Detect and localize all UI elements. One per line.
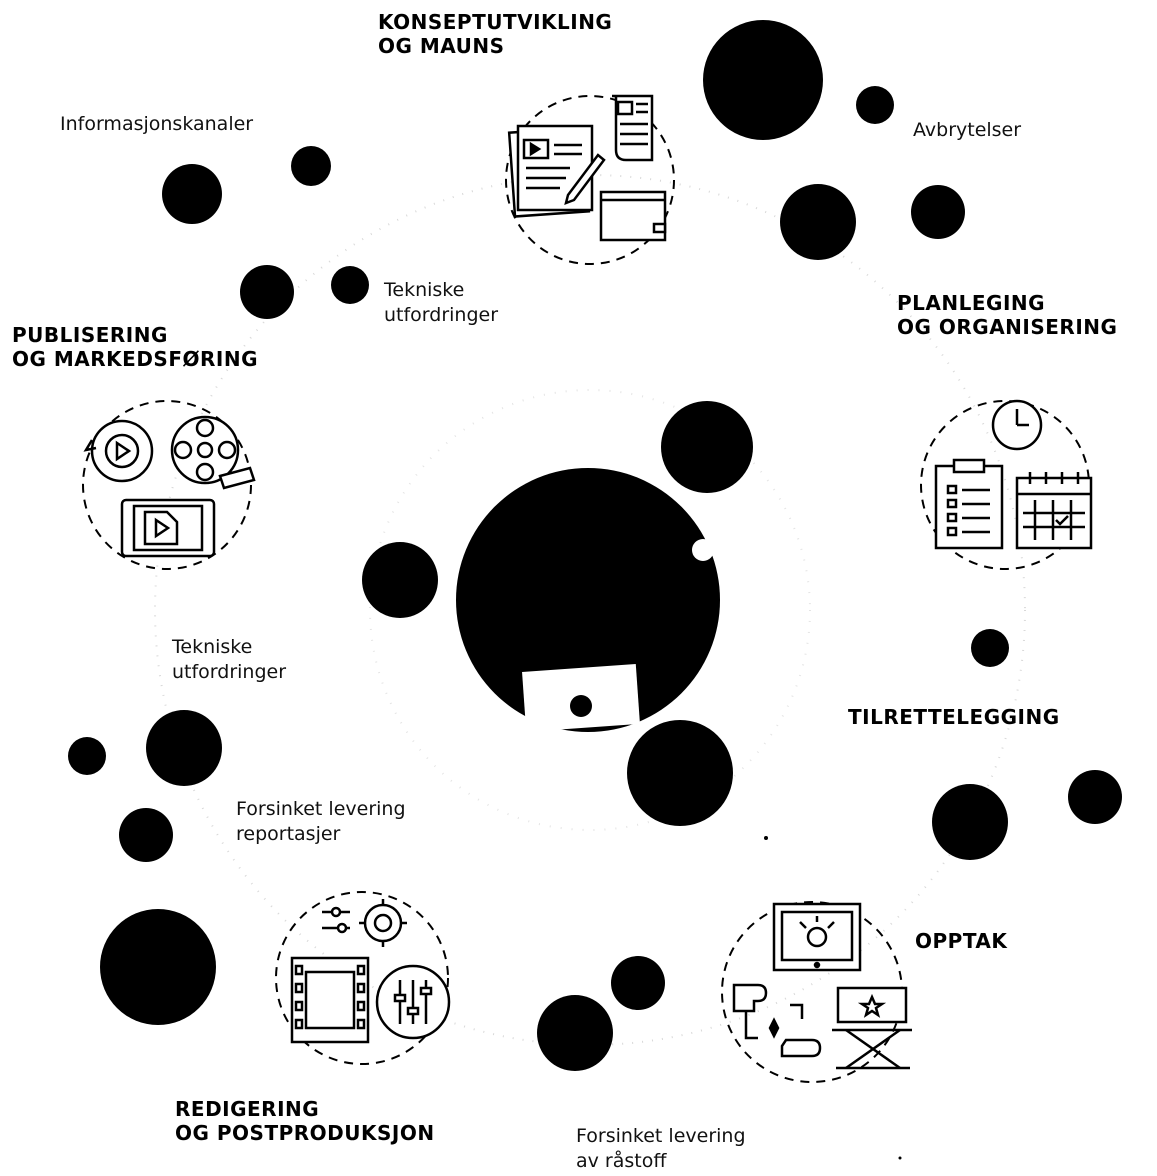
gear-icon [322, 899, 407, 947]
clipboard-checklist-icon [934, 458, 1004, 550]
dot [780, 184, 856, 260]
director-chair-icon [832, 986, 912, 1070]
photo-circle-concept [703, 20, 823, 140]
film-reel-icon [170, 415, 256, 490]
issue-technical-top: Tekniske utfordringer [384, 279, 499, 326]
dot [162, 164, 222, 224]
dot [240, 265, 294, 319]
document-video-icon [507, 124, 606, 218]
stage-facilitation-heading: TILRETTELEGGING [848, 705, 1060, 729]
dots [68, 86, 1122, 1071]
wallet-icon [599, 190, 667, 242]
central-photo [456, 468, 720, 732]
dot [856, 86, 894, 124]
photo-circle-bottom [627, 720, 733, 826]
dot [331, 266, 369, 304]
orbit-ring [154, 174, 1026, 1046]
scroll-icon [612, 94, 654, 162]
tablet-play-icon [120, 498, 216, 558]
stage-recording-heading: OPPTAK [915, 929, 1008, 953]
dot [932, 784, 1008, 860]
speck [764, 836, 768, 840]
hands-frame-icon [732, 983, 822, 1058]
dot [971, 629, 1009, 667]
issue-interruptions: Avbrytelser [913, 119, 1022, 141]
issue-info-channels: Informasjonskanaler [60, 113, 254, 135]
clock-icon [991, 399, 1043, 451]
stage-editing-heading: REDIGERING OG POSTPRODUKSJON [175, 1097, 435, 1145]
publishing-icon-ring [82, 400, 252, 570]
editing-icon-ring [275, 891, 449, 1065]
calendar-icon [1015, 472, 1093, 550]
cycle-play-icon [83, 419, 154, 483]
screen-icon [772, 902, 862, 972]
dot [146, 710, 222, 786]
dot [1068, 770, 1122, 824]
dot [119, 808, 173, 862]
dot [537, 995, 613, 1071]
photo-circle-left [362, 542, 438, 618]
dot [911, 185, 965, 239]
concept-icon-ring [505, 95, 675, 265]
dot [291, 146, 331, 186]
stage-publishing-heading: PUBLISERING OG MARKEDSFØRING [12, 323, 258, 371]
inner-orbit-ring [369, 389, 811, 831]
issue-delayed-reports: Forsinket levering reportasjer [236, 798, 406, 845]
speck [898, 1156, 902, 1160]
dot [611, 956, 665, 1010]
photo-circle-editing [100, 909, 216, 1025]
dot [68, 737, 106, 775]
stage-planning-heading: PLANLEGING OG ORGANISERING [897, 291, 1118, 339]
stage-concept-heading: KONSEPTUTVIKLING OG MAUNS [378, 10, 613, 58]
sliders-icon [375, 964, 451, 1040]
photo-circle-top [661, 401, 753, 493]
issue-technical-left: Tekniske utfordringer [172, 636, 287, 683]
film-strip-icon [290, 956, 370, 1044]
issue-delayed-raw: Forsinket levering av råstoff [576, 1125, 746, 1172]
